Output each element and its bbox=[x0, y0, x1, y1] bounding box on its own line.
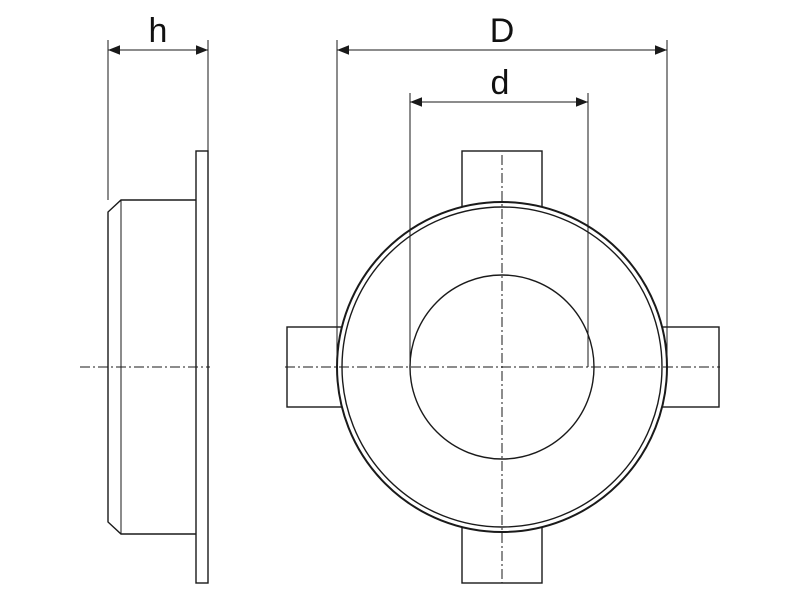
front-view bbox=[285, 150, 720, 584]
dimension-d: d bbox=[409, 64, 589, 367]
dimension-D: D bbox=[336, 12, 668, 367]
d-label: d bbox=[491, 64, 510, 102]
dimension-h: h bbox=[107, 12, 209, 200]
h-label: h bbox=[149, 12, 168, 50]
side-view bbox=[80, 150, 210, 584]
D-label: D bbox=[490, 12, 515, 50]
